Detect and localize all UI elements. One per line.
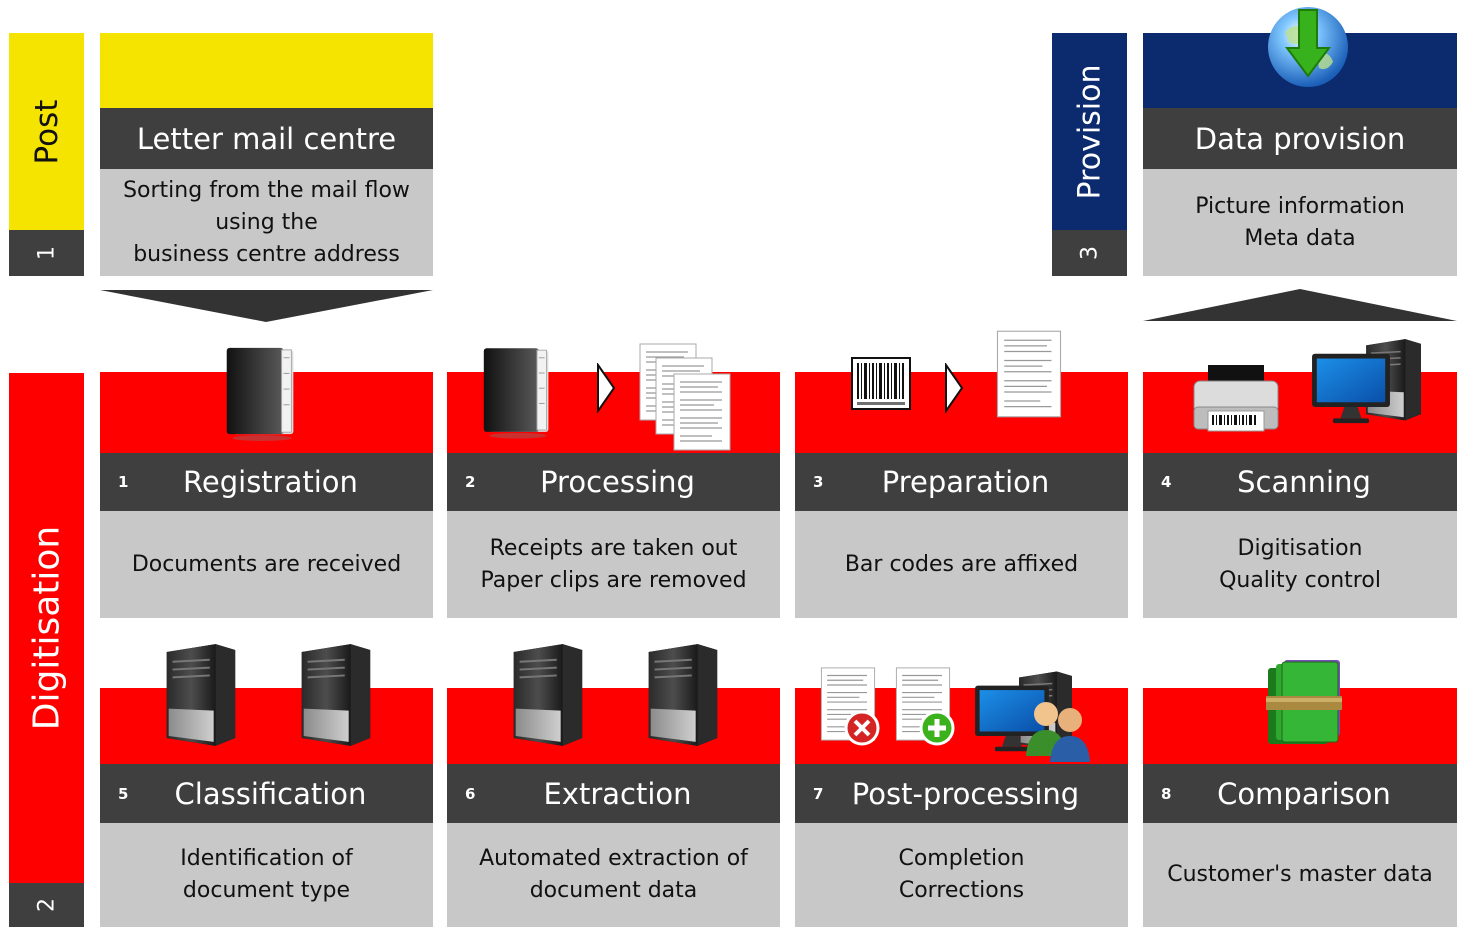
provision-side-number: 3 — [1077, 246, 1102, 260]
provision-title: Data provision — [1194, 121, 1406, 156]
folder-icon — [480, 344, 556, 440]
step-3-title: Preparation — [881, 465, 1050, 499]
server-icon — [155, 640, 243, 748]
server-icon — [290, 640, 378, 748]
step-2-number: 2 — [465, 473, 476, 491]
step-4-description: Digitisation Quality control — [1143, 511, 1457, 618]
step-6-description-line: document data — [529, 878, 698, 903]
scanner-icon — [1193, 365, 1279, 432]
document-icon — [996, 330, 1062, 418]
post-strip: Post — [9, 33, 84, 230]
step-5-number: 5 — [118, 784, 129, 803]
step-8-title: Comparison — [1217, 776, 1391, 811]
step-3-red-band — [795, 372, 1128, 453]
document-add-icon — [895, 667, 955, 746]
step-4-number: 4 — [1161, 473, 1172, 491]
step-1-title: Registration — [183, 465, 358, 499]
step-5-header: 5 Classification — [100, 764, 433, 823]
globe-download-icon — [1268, 7, 1348, 87]
step-1-number: 1 — [118, 473, 129, 491]
step-6-description: Automated extraction of document data — [447, 823, 780, 927]
step-4-description-line: Digitisation — [1237, 535, 1363, 561]
step-1-header: 1 Registration — [100, 453, 433, 511]
computer-users-icon — [975, 670, 1090, 762]
barcode-icon — [851, 357, 911, 410]
provision-strip: Provision — [1052, 33, 1127, 230]
step-8-number: 8 — [1161, 784, 1172, 803]
step-3-description: Bar codes are affixed — [795, 511, 1128, 618]
step-7-header: 7 Post-processing — [795, 764, 1128, 823]
step-1-description: Documents are received — [100, 511, 433, 618]
step-4-description-line: Quality control — [1219, 567, 1381, 593]
arrow-icon — [596, 363, 616, 413]
step-3-number: 3 — [813, 473, 824, 491]
step-4-header: 4 Scanning — [1143, 453, 1457, 511]
step-7-description-line: Corrections — [898, 878, 1025, 903]
step-5-description-line: document type — [182, 878, 351, 903]
provision-description-line: Meta data — [1244, 225, 1356, 251]
step-2-description: Receipts are taken out Paper clips are r… — [447, 511, 780, 618]
step-2-description-line: Receipts are taken out — [489, 535, 738, 561]
post-number-box: 1 — [9, 230, 84, 276]
step-5-description: Identification of document type — [100, 823, 433, 927]
step-2-title: Processing — [540, 465, 695, 499]
post-side-number: 1 — [34, 246, 59, 260]
post-title: Letter mail centre — [136, 121, 397, 156]
post-description-line: business centre address — [133, 241, 400, 267]
step-5-red-band — [100, 688, 433, 764]
step-6-header: 6 Extraction — [447, 764, 780, 823]
step-8-description-line: Customer's master data — [1167, 862, 1433, 887]
step-8-description: Customer's master data — [1143, 823, 1457, 927]
post-header: Letter mail centre — [100, 108, 433, 169]
books-icon — [1266, 660, 1342, 744]
step-6-number: 6 — [465, 784, 476, 803]
post-description: Sorting from the mail flow using the bus… — [100, 169, 433, 276]
post-description-line: Sorting from the mail flow — [123, 177, 410, 203]
folder-icon — [222, 344, 302, 442]
provision-description-line: Picture information — [1195, 193, 1405, 219]
step-8-header: 8 Comparison — [1143, 764, 1457, 823]
step-7-title: Post-processing — [851, 776, 1080, 811]
step-6-description-line: Automated extraction of — [479, 846, 748, 871]
documents-icon — [639, 343, 731, 451]
step-2-header: 2 Processing — [447, 453, 780, 511]
step-6-title: Extraction — [543, 776, 692, 811]
step-2-description-line: Paper clips are removed — [480, 567, 747, 593]
computer-icon — [1312, 338, 1422, 424]
provision-side-label: Provision — [1072, 63, 1107, 200]
step-5-title: Classification — [174, 776, 367, 811]
provision-description: Picture information Meta data — [1143, 169, 1457, 276]
step-7-number: 7 — [813, 784, 824, 803]
step-3-description-line: Bar codes are affixed — [844, 551, 1079, 577]
post-description-line: using the — [215, 209, 318, 235]
server-icon — [502, 640, 590, 748]
step-6-red-band — [447, 688, 780, 764]
post-side-label: Post — [28, 99, 65, 164]
server-icon — [637, 640, 725, 748]
provision-number-box: 3 — [1052, 230, 1127, 276]
digitisation-side-number: 2 — [34, 898, 59, 912]
provision-header: Data provision — [1143, 108, 1457, 169]
step-7-description-line: Completion — [898, 846, 1025, 871]
step-7-description: Completion Corrections — [795, 823, 1128, 927]
step-4-title: Scanning — [1237, 465, 1371, 499]
document-reject-icon — [820, 667, 880, 746]
step-1-description-line: Documents are received — [131, 551, 402, 577]
digitisation-number-box: 2 — [9, 883, 84, 927]
down-arrow-icon — [100, 290, 433, 322]
step-5-description-line: Identification of — [180, 846, 353, 871]
step-3-header: 3 Preparation — [795, 453, 1128, 511]
digitisation-strip: Digitisation — [9, 373, 84, 883]
up-arrow-icon — [1143, 289, 1457, 321]
arrow-icon — [944, 363, 964, 413]
digitisation-side-label: Digitisation — [26, 525, 67, 731]
post-color-band — [100, 33, 433, 108]
